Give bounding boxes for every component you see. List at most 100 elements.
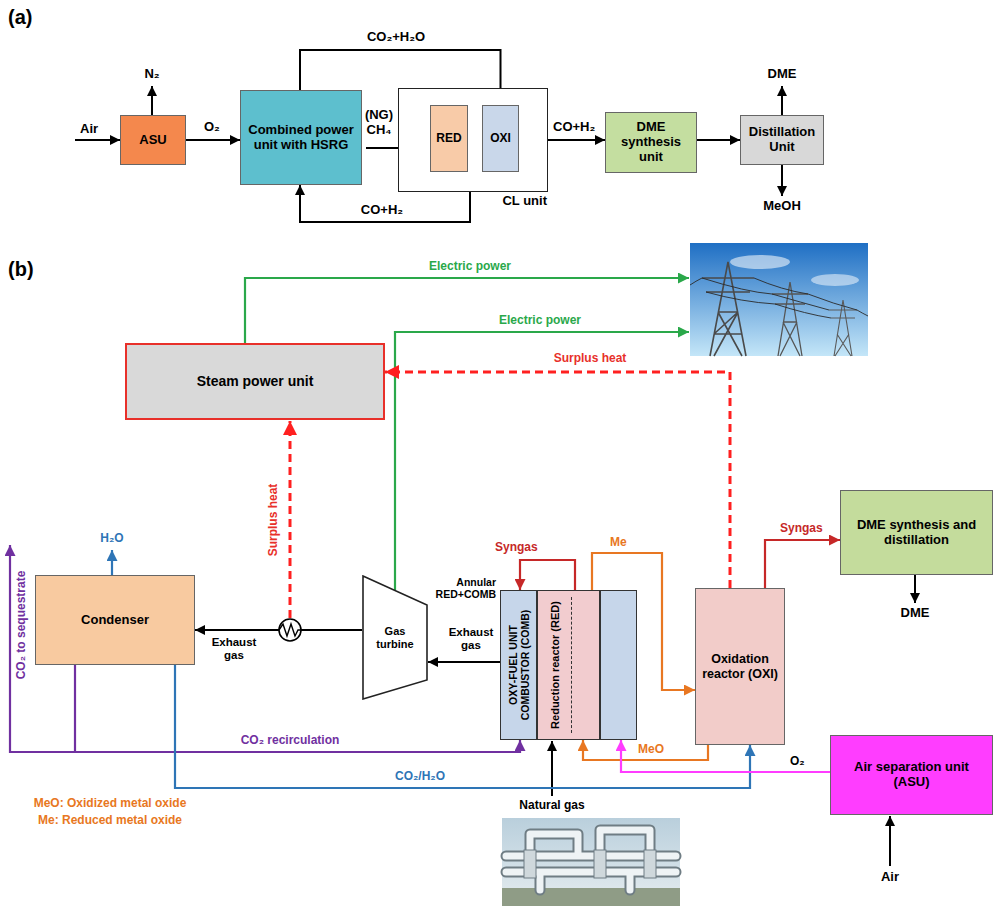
unit-group-box: CL unitREDOXI (398, 88, 548, 192)
annotation-label: N₂ (144, 67, 159, 82)
connector-label: CO₂ recirculation (241, 734, 340, 748)
annotation-label: Electric power (429, 260, 511, 274)
node-label: DME synthesis and distillation (847, 516, 987, 550)
process-box: Steam power unit (125, 343, 385, 420)
cloud (811, 274, 859, 286)
annotation-label: (NG) CH₄ (362, 108, 396, 138)
annotation-label: Air (80, 122, 98, 137)
process-box: DME synthesis unit (605, 112, 697, 173)
surplus-heat-line (289, 421, 292, 618)
annotation-label: Air (881, 870, 899, 885)
process-box: ASU (120, 115, 186, 165)
connector-label: Me (610, 536, 627, 550)
dme-outlet-arrow (914, 575, 916, 603)
node-label: Air separation unit (ASU) (837, 758, 987, 792)
annotation-label: Surplus heat (267, 484, 281, 557)
annotation-label: Electric power (499, 314, 581, 328)
connector-label: CO+H₂ (361, 203, 403, 218)
pipe-flange (594, 850, 606, 878)
heat-exchanger-symbol (279, 619, 301, 641)
node-label: Combined power unit with HSRG (243, 121, 359, 155)
power-wires (690, 278, 868, 318)
group-heading: CL unit (502, 194, 547, 209)
air-inlet-arrow (75, 139, 120, 141)
node-label: Condenser (78, 611, 152, 630)
connector-label: Exhaust gas (206, 636, 262, 662)
node-label: Distillation Unit (741, 123, 823, 157)
connector-label: Syngas (780, 522, 823, 536)
connector-label: CO+H₂ (553, 120, 595, 135)
node-label: ASU (136, 131, 169, 150)
nitrogen-outlet-arrow (151, 86, 153, 115)
air-inlet-arrow (889, 816, 891, 866)
flow-connector (75, 665, 520, 752)
process-box: Air separation unit (ASU) (830, 735, 993, 815)
flow-connector (583, 740, 708, 760)
pipe (506, 830, 676, 890)
pylon (829, 300, 857, 356)
annotation-label: MeOH (763, 199, 801, 214)
pipe-outline (506, 830, 676, 890)
annotation-label: (b) (8, 258, 34, 281)
pylon (702, 262, 754, 356)
heat-exchanger-circle (279, 619, 301, 641)
pipeline-background (502, 818, 680, 906)
process-box: DME synthesis and distillation (840, 490, 993, 575)
connector-label: Surplus heat (554, 352, 627, 366)
water-outlet-arrow (111, 550, 113, 575)
connector-label: O₂ (790, 755, 805, 769)
annotation-label: Me: Reduced metal oxide (38, 814, 182, 828)
flow-connector (175, 665, 750, 788)
combustor-annulus (600, 590, 637, 740)
group-heading: Annular RED+COMB (430, 576, 496, 600)
reactor-box: RED (430, 105, 468, 172)
power-lines-picture (690, 243, 868, 356)
connector-label: CO₂+H₂O (367, 30, 425, 45)
node-label: Oxidation reactor (OXI) (697, 650, 783, 683)
flow-connector (765, 540, 840, 588)
annotation-label: CO₂ to sequestrate (15, 571, 29, 680)
node-label: DME synthesis unit (607, 118, 695, 167)
reactor-assembly: Annular RED+COMBOXY-FUEL UNIT COMBUSTOR … (500, 590, 637, 740)
connector-label: MeO (638, 743, 664, 757)
turbine-polygon (363, 576, 427, 699)
process-box: Condenser (35, 575, 195, 665)
flow-connector (428, 661, 500, 663)
turbine-shape: Gas turbine (362, 575, 428, 700)
electric-power-line (245, 278, 689, 343)
cloud (730, 255, 790, 269)
pipe-flange (524, 850, 536, 878)
connector-layer (75, 50, 840, 788)
combustor-box: OXY-FUEL UNIT COMBUSTOR (COMB) (500, 590, 537, 740)
process-box: Distillation Unit (740, 115, 824, 165)
connector-label: CO₂/H₂O (395, 770, 445, 784)
connector-label: O₂ (204, 120, 220, 135)
node-label: RED (433, 130, 464, 148)
product-outlet-arrow (781, 86, 783, 115)
pipeline-picture (502, 818, 680, 906)
annotation-label: (a) (8, 6, 32, 29)
flow-connector (520, 560, 575, 590)
flow-connector (385, 372, 730, 588)
heat-exchanger-coil (279, 624, 301, 636)
annotation-label: DME (768, 67, 797, 82)
node-label: Gas turbine (369, 623, 421, 652)
reactor-box: Reduction reactor (RED) (537, 590, 600, 740)
reactor-box: Oxidation reactor (OXI) (695, 588, 785, 745)
annotation-label: H₂O (100, 532, 123, 546)
flow-connector (186, 139, 240, 141)
reactor-divider (571, 597, 572, 733)
ground (502, 888, 680, 906)
annotation-label: DME (901, 606, 930, 621)
pipe-flange (644, 850, 656, 878)
reactor-box: OXI (482, 105, 519, 172)
connector-label: Exhaust gas (446, 626, 496, 652)
process-box: Combined power unit with HSRG (240, 90, 362, 185)
product-outlet-arrow (781, 165, 783, 196)
flow-connector (697, 139, 740, 141)
annotation-label: MeO: Oxidized metal oxide (34, 797, 187, 811)
sky-background (690, 243, 868, 356)
node-label: Reduction reactor (RED) (549, 592, 561, 738)
annotation-label: Natural gas (519, 799, 584, 813)
